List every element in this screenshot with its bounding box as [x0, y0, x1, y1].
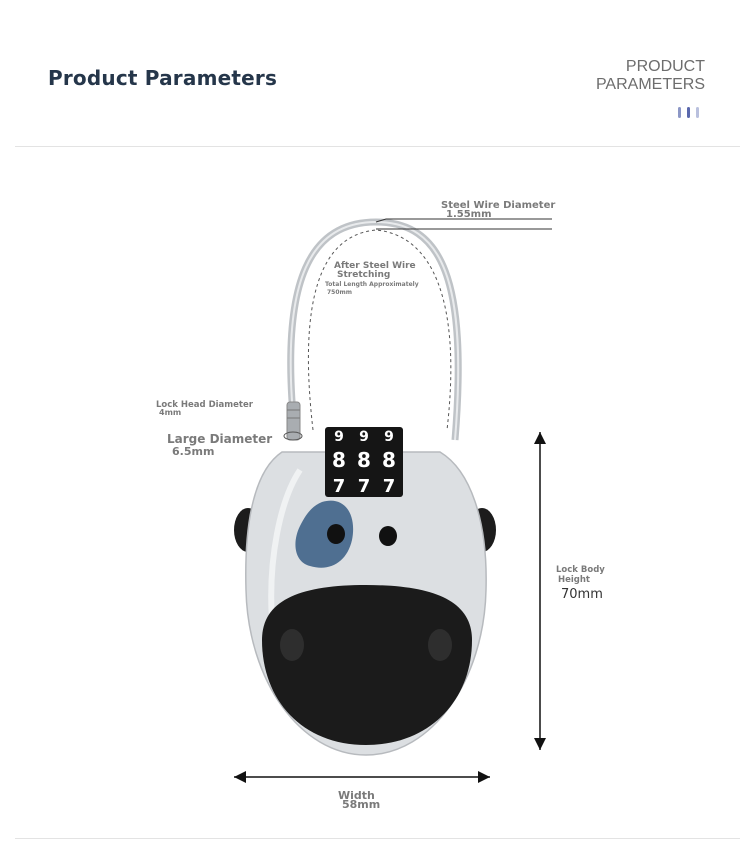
stretch-label-line-1: After Steel Wire	[334, 261, 416, 271]
decorative-bars	[678, 107, 706, 119]
lock-head-value: 4mm	[159, 408, 182, 417]
stretch-label-line-2: Stretching	[337, 270, 391, 280]
stretched-wire-outline	[307, 229, 452, 431]
bottom-divider	[15, 838, 740, 839]
dial-1-middle: 8	[332, 448, 346, 472]
page-header: Product Parameters PRODUCT PARAMETERS	[0, 0, 750, 150]
stretch-note-line-1: Total Length Approximately	[325, 281, 419, 288]
right-eye	[379, 526, 397, 546]
large-diameter-label: Large Diameter	[167, 432, 273, 446]
dial-2-middle: 8	[357, 448, 371, 472]
left-eye	[327, 524, 345, 544]
body-height-label-line-1: Lock Body	[556, 565, 605, 575]
section-tag: PRODUCT PARAMETERS	[596, 58, 705, 94]
dial-2-top: 9	[359, 429, 369, 445]
dial-housing	[325, 427, 403, 497]
large-diameter-value: 6.5mm	[172, 445, 215, 458]
section-tag-line-1: PRODUCT	[625, 58, 705, 75]
top-divider	[15, 146, 740, 147]
stretch-note-line-2: 750mm	[327, 289, 353, 296]
width-value: 58mm	[342, 798, 381, 811]
dial-1-bottom: 7	[333, 476, 346, 497]
body-height-label-line-2: Height	[558, 575, 590, 585]
lock-head	[286, 401, 301, 441]
lock-illustration: 9 9 9 8 8 8 7 7 7	[234, 218, 552, 783]
dial-1-top: 9	[334, 429, 344, 445]
dial-2-bottom: 7	[358, 476, 371, 497]
section-tag-line-2: PARAMETERS	[595, 76, 705, 93]
steel-wire-label: Steel Wire Diameter	[441, 200, 556, 211]
decor-bar-3	[696, 107, 699, 118]
dial-3-bottom: 7	[383, 476, 396, 497]
steel-wire-loop	[287, 218, 462, 441]
steel-wire-value: 1.55mm	[446, 209, 492, 220]
left-nostril	[280, 629, 304, 661]
decor-bar-2	[687, 107, 690, 118]
combination-dials[interactable]: 9 9 9 8 8 8 7 7 7	[332, 429, 396, 497]
lock-face	[262, 585, 472, 745]
body-height-value: 70mm	[561, 587, 603, 602]
right-nostril	[428, 629, 452, 661]
width-label: Width	[338, 789, 375, 802]
dial-3-top: 9	[384, 429, 394, 445]
lock-head-label: Lock Head Diameter	[156, 400, 253, 410]
steel-wire-leader	[375, 218, 552, 223]
page-title: Product Parameters	[48, 66, 278, 90]
decor-bar-1	[678, 107, 681, 118]
blue-spot	[295, 500, 354, 568]
dial-3-middle: 8	[382, 448, 396, 472]
